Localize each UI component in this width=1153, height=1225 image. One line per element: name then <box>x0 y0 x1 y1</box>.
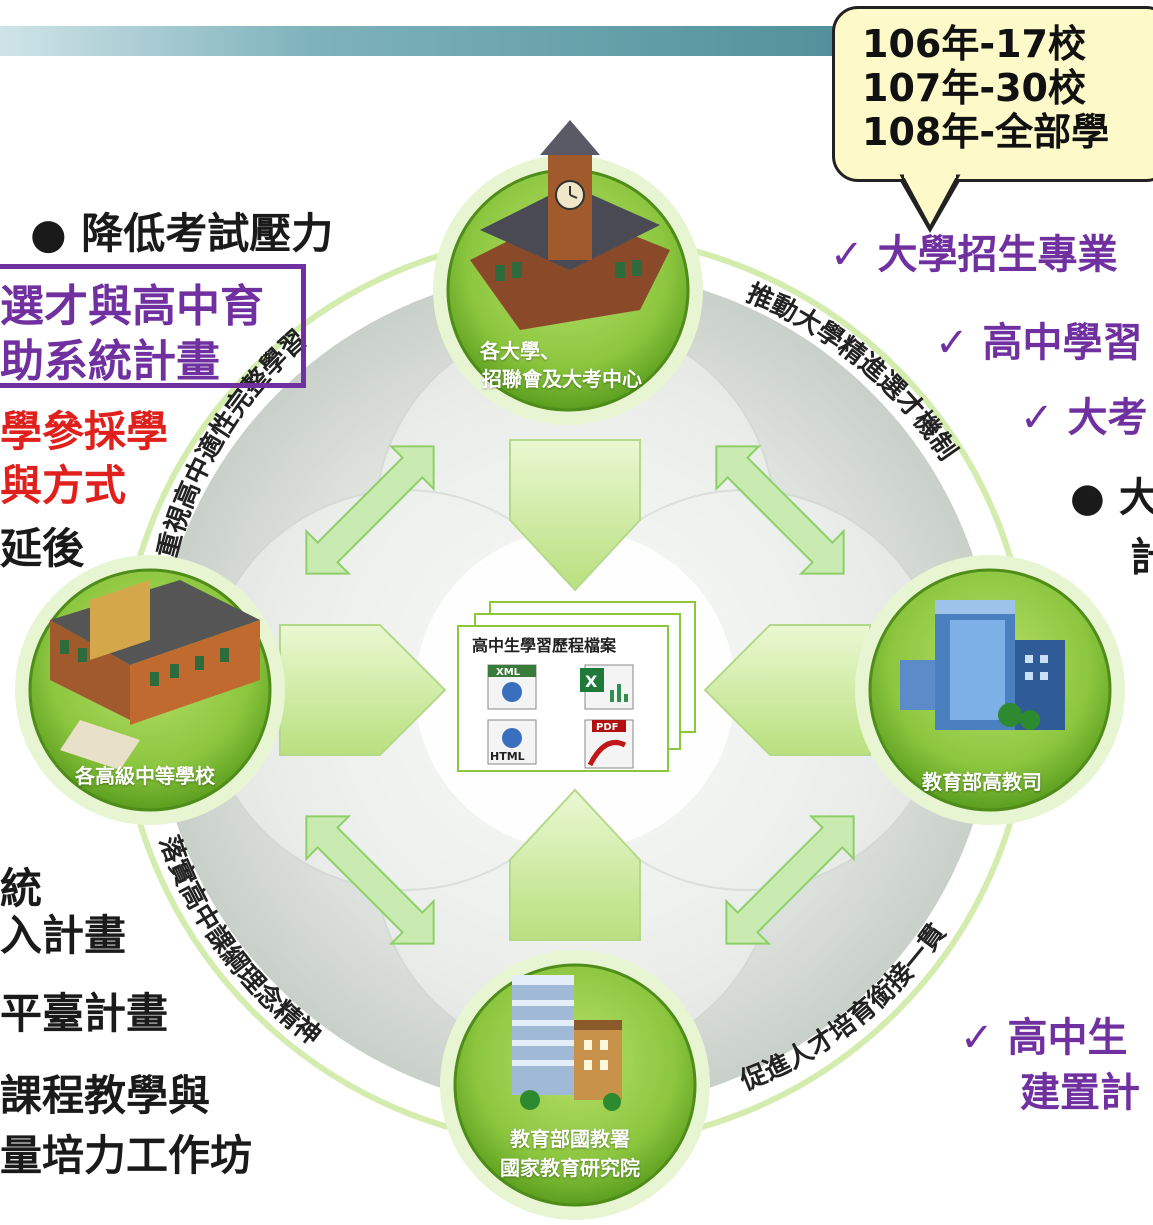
sys-text: 統 <box>0 864 43 913</box>
svg-text:XML: XML <box>496 667 521 678</box>
red-line-2: 與方式 <box>0 461 127 510</box>
node-top-label-1: 各大學、 <box>480 339 560 363</box>
html-file-icon: HTML <box>487 719 537 765</box>
excel-file-icon: X <box>580 664 634 710</box>
box-line-2: 助系統計畫 <box>0 336 220 387</box>
box-line-1: 選才與高中育 <box>0 281 264 332</box>
course-text: 課程教學與 <box>0 1071 211 1120</box>
year-callout-box <box>832 6 1153 182</box>
portfolio-document-stack: XML X HTML PDF <box>457 601 696 772</box>
node-left <box>15 555 285 825</box>
arrow-from-left <box>279 624 447 756</box>
plan-in-text: 入計畫 <box>0 911 127 960</box>
tower-building-icon <box>512 975 622 1111</box>
svg-text:X: X <box>585 672 598 691</box>
arrow-from-bottom <box>509 788 641 941</box>
workshop-text: 量培力工作坊 <box>0 1131 253 1180</box>
high-school-building-icon <box>50 580 260 770</box>
title-bar-stripe <box>0 26 880 56</box>
callout-line-2: 107年-30校 <box>862 66 1086 110</box>
node-top-label-2: 招聯會及大考中心 <box>482 367 642 391</box>
callout-line-1: 106年-17校 <box>862 22 1086 66</box>
double-arrow-bottom-left <box>305 815 435 945</box>
arrow-from-top <box>509 439 641 592</box>
node-bottom-label-2: 國家教育研究院 <box>500 1156 640 1180</box>
xml-file-icon: XML <box>487 664 537 710</box>
node-bottom <box>440 950 710 1220</box>
node-bottom-label-1: 教育部國教署 <box>510 1127 630 1151</box>
exam-center-text: ✓ 大考 <box>1020 395 1148 441</box>
build-plan-text: 建置計 <box>1020 1070 1140 1116</box>
svg-text:PDF: PDF <box>596 722 618 733</box>
plan-short-text: 計 <box>1130 535 1153 581</box>
callout-line-3: 108年-全部學 <box>862 110 1110 154</box>
university-building-icon <box>470 120 670 330</box>
hs-learn-text: ✓ 高中學習 <box>935 320 1143 366</box>
double-arrow-top-right <box>715 445 845 575</box>
platform-text: 平臺計畫 <box>0 989 169 1038</box>
svg-text:HTML: HTML <box>490 750 525 763</box>
portfolio-title: 高中生學習歷程檔案 <box>472 636 617 655</box>
hs-student-text: ✓ 高中生 <box>960 1015 1128 1061</box>
pdf-file-icon: PDF <box>584 719 634 769</box>
node-right <box>855 555 1125 825</box>
node-top <box>433 120 703 425</box>
node-right-label: 教育部高教司 <box>922 770 1042 794</box>
callout-tail-overlay <box>899 170 961 232</box>
red-line-1: 學參採學 <box>0 407 169 456</box>
bullet-big-text: ● 大 <box>1070 475 1153 521</box>
office-building-icon <box>900 600 1065 730</box>
double-arrow-top-left <box>305 445 435 575</box>
bullet-reduce-pressure: ● 降低考試壓力 <box>30 209 334 258</box>
delay-text: 延後 <box>0 524 85 573</box>
highlight-box <box>0 264 306 388</box>
double-arrow-bottom-right <box>725 815 855 945</box>
node-left-label: 各高級中等學校 <box>75 764 215 788</box>
univ-special-text: ✓ 大學招生專業 <box>830 232 1118 278</box>
